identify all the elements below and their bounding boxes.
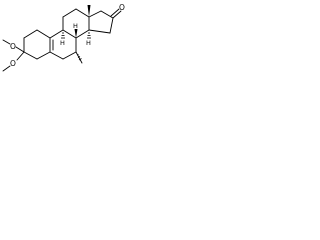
- c14-h-label: H: [86, 39, 91, 47]
- ring-d: [88, 10, 114, 34]
- ring-c: [62, 8, 90, 39]
- c8-h-label: H: [73, 22, 78, 30]
- ring-a: [23, 29, 51, 60]
- methoxy-oxygen-lower-label: O: [10, 59, 16, 68]
- dimethyl-ketal: O O: [2, 39, 25, 72]
- methoxy-oxygen-upper-label: O: [10, 42, 16, 51]
- ketone-group: O: [110, 3, 125, 19]
- steroid-structure-diagram: O O O H H H: [2, 3, 125, 72]
- c14-hydrogen: H: [86, 32, 91, 47]
- c9-hydrogen: H: [60, 32, 65, 47]
- c9-h-label: H: [60, 39, 65, 47]
- ring-b: [49, 29, 77, 60]
- c18-methyl: [87, 5, 91, 17]
- c7-alpha-methyl: [75, 51, 83, 64]
- c8-hydrogen: H: [73, 22, 78, 38]
- ketone-oxygen-label: O: [119, 3, 125, 12]
